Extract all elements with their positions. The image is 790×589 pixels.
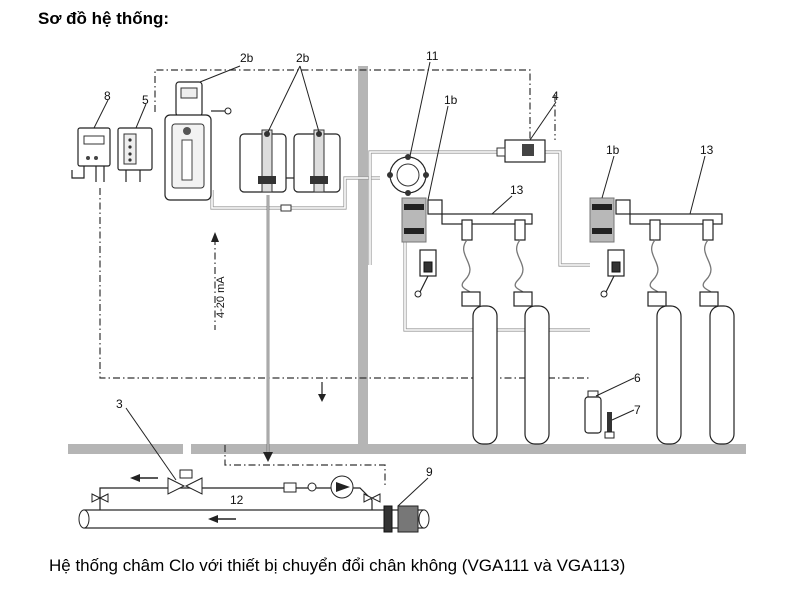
manifold-13-right [629,213,723,296]
injector-valve-3 [167,469,203,495]
signal-lines [99,69,590,488]
callout-9: 9 [426,465,433,479]
vacuum-line-arrow [263,452,273,462]
diagram-heading: Sơ đồ hệ thống: [38,9,170,28]
callout-12: 12 [230,493,244,507]
callout-7: 7 [634,403,641,417]
callout-1b-left: 1b [444,93,458,107]
vacuum-regulator-1b-right [589,197,631,298]
callout-6: 6 [634,371,641,385]
controller-8 [71,127,111,182]
gas-pipes [210,150,590,332]
callout-2b-left: 2b [240,51,254,65]
callout-2b-right: 2b [296,51,310,65]
dosing-unit-2b-right [293,129,341,193]
callout-8: 8 [104,89,111,103]
callout-5: 5 [142,93,149,107]
dividing-wall [358,66,368,445]
control-unit-5 [117,127,153,182]
switchover-device-11 [387,154,429,196]
item-6-bottle [584,390,602,434]
diagram-caption: Hệ thống châm Clo với thiết bị chuyển đổ… [49,556,626,575]
pressure-switch-4 [496,139,546,163]
manifold-13-left [441,213,533,296]
signal-arrows [211,232,326,402]
dosing-unit-2b-left [164,81,232,201]
floor-gap [183,444,191,454]
main-water-pipe-12 [78,474,430,533]
callout-13-left: 13 [510,183,524,197]
chlorine-cylinder-4 [699,291,735,445]
callout-3: 3 [116,397,123,411]
chlorine-cylinder-3 [647,291,682,445]
chlorine-cylinder-1 [461,291,498,445]
floor-slab [68,444,746,454]
callout-4: 4 [552,89,559,103]
signal-current-label: 4-20 mA [215,276,227,318]
callout-11: 11 [426,49,439,63]
dosing-unit-2b-middle [239,129,287,193]
callout-1b-right: 1b [606,143,620,157]
callout-13-right: 13 [700,143,714,157]
vacuum-regulator-1b-left [401,197,443,298]
chlorine-cylinder-2 [513,291,550,445]
item-7-sensor [604,412,615,439]
callout-leaders [93,61,706,507]
